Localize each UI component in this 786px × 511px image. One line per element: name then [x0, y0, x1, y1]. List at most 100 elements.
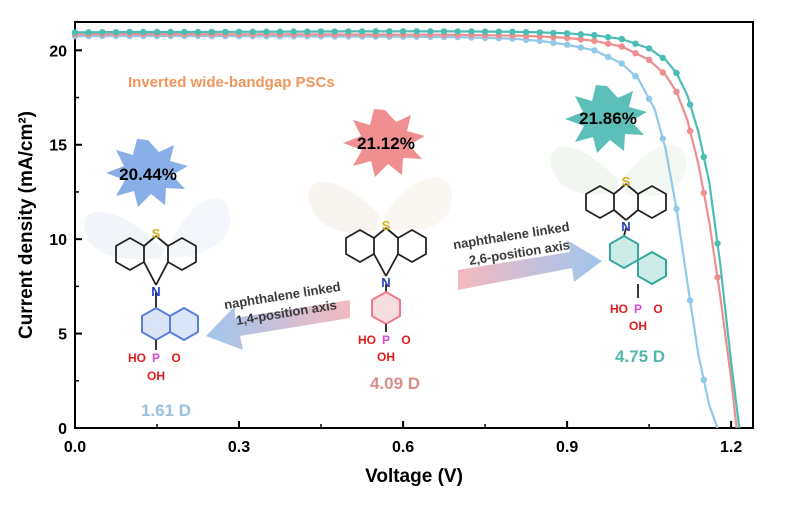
data-point [399, 28, 407, 35]
data-point [673, 69, 680, 77]
data-point [167, 28, 174, 36]
chart-title: Inverted wide-bandgap PSCs [128, 74, 335, 91]
data-point [304, 28, 311, 35]
data-point [427, 28, 434, 35]
data-point [263, 28, 270, 35]
data-point [686, 297, 694, 304]
pce-label-left: 20.44% [119, 165, 177, 184]
o-atom-right: O [653, 302, 662, 316]
data-point [632, 72, 639, 80]
molecule-right: S N P HO O OH [585, 174, 667, 333]
data-point [618, 35, 625, 43]
y-tick-label: 15 [49, 138, 67, 155]
arrow-left [206, 300, 350, 350]
oh-group-left: OH [147, 369, 165, 383]
sulfur-atom-middle: S [382, 218, 391, 233]
x-tick-label: 0.3 [228, 439, 250, 456]
series-layer [71, 28, 741, 429]
data-point [440, 28, 448, 35]
data-point [71, 29, 79, 36]
pce-burst-middle [343, 109, 425, 177]
data-point [345, 28, 352, 35]
oh-group-middle: OH [377, 350, 395, 364]
data-point [536, 37, 543, 45]
data-point [714, 240, 721, 247]
phenyl-ring-middle [371, 291, 401, 325]
data-point [550, 39, 557, 46]
pce-burst-right [565, 85, 647, 153]
x-tick-label: 0.9 [556, 439, 578, 456]
y-tick-label: 10 [49, 232, 67, 249]
data-point [686, 127, 694, 135]
data-point [659, 135, 666, 142]
data-point [563, 34, 571, 42]
data-point [673, 88, 680, 96]
molecule-middle: S N P HO O OH [345, 218, 427, 364]
data-point [645, 45, 653, 52]
data-point [673, 205, 680, 213]
series-2 [71, 28, 741, 429]
nitrogen-atom-left: N [151, 284, 160, 299]
data-point [112, 28, 120, 36]
data-point [222, 28, 229, 36]
x-axis-label: Voltage (V) [365, 466, 463, 487]
data-point [235, 28, 243, 35]
data-point [249, 28, 256, 35]
x-tick-label: 0.6 [392, 439, 414, 456]
ho-group-right: HO [610, 302, 628, 316]
right-butterfly-decoration [550, 144, 687, 197]
pce-label-middle: 21.12% [357, 134, 415, 153]
data-point [536, 29, 543, 36]
data-point [618, 60, 625, 67]
data-point [604, 53, 612, 61]
plot-frame [74, 21, 754, 429]
phenothiazine-core-middle [345, 227, 427, 292]
data-point [481, 28, 489, 35]
y-tick-label: 0 [58, 421, 67, 438]
data-point [645, 56, 653, 63]
data-point [700, 153, 707, 161]
sulfur-atom-left: S [152, 226, 161, 241]
x-tick-label: 0.0 [64, 439, 86, 456]
data-point [317, 28, 325, 35]
data-point [686, 101, 694, 108]
data-point [454, 28, 461, 35]
data-point [632, 50, 639, 57]
data-point [358, 28, 366, 35]
naphthalene-right [609, 235, 667, 285]
y-axis-label: Current density (mA/cm²) [16, 111, 37, 339]
data-point [468, 28, 475, 35]
dipole-label-right: 4.75 D [615, 347, 665, 366]
dipole-label-middle: 4.09 D [370, 374, 420, 393]
data-point [591, 32, 598, 39]
data-point [591, 37, 598, 45]
dipole-label-left: 1.61 D [141, 401, 191, 420]
data-point [563, 30, 571, 37]
naphthalene-left [141, 307, 199, 341]
o-atom-middle: O [401, 333, 410, 347]
data-point [659, 54, 666, 62]
data-point [153, 28, 161, 36]
nitrogen-atom-right: N [621, 219, 630, 234]
phenothiazine-core-right [585, 183, 667, 237]
phosphorus-atom-left: P [152, 351, 160, 365]
data-point [276, 28, 284, 35]
middle-butterfly-decoration [308, 177, 453, 233]
data-point [591, 47, 598, 54]
pce-label-right: 21.86% [579, 109, 637, 128]
data-point [522, 28, 530, 36]
phenothiazine-core-left [115, 235, 197, 308]
data-point [386, 28, 393, 35]
data-point [700, 189, 707, 197]
ho-group-middle: HO [358, 333, 376, 347]
data-point [126, 28, 133, 36]
data-point [140, 28, 147, 36]
phosphorus-atom-middle: P [382, 333, 390, 347]
data-point [194, 28, 202, 36]
arrow-right [458, 240, 602, 290]
data-point [413, 28, 420, 35]
data-point [604, 33, 612, 41]
